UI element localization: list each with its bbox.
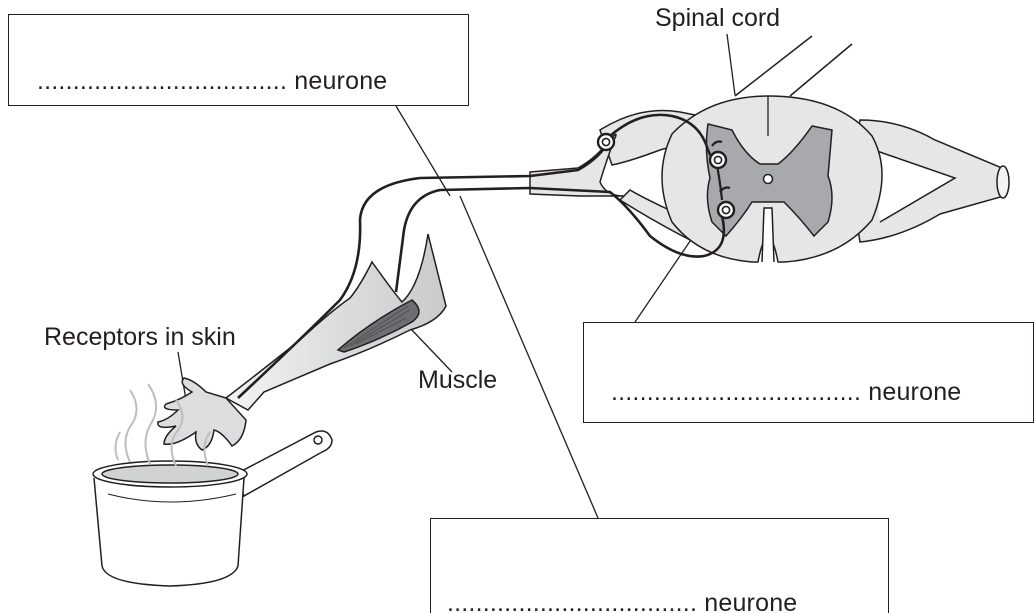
answer-box-top-text: ................................... neur… [37,67,387,96]
label-muscle: Muscle [418,366,497,395]
pointer-line-receptors [178,352,186,400]
central-canal [764,175,773,184]
label-receptors-in-skin: Receptors in skin [44,323,236,352]
answer-box-top[interactable]: ................................... neur… [8,14,469,106]
saucepan [93,431,332,586]
answer-box-right-text: ................................... neur… [611,378,961,407]
pointer-line-spinal-cord [727,34,735,95]
answer-box-right[interactable]: ................................... neur… [583,322,1034,423]
cord-extension [735,36,852,96]
pointer-line-top-box [396,106,450,196]
pointer-lines [178,34,735,518]
answer-box-bottom[interactable]: ................................... neur… [430,518,889,613]
answer-box-bottom-text: ................................... neur… [447,589,797,613]
right-nerve-end [997,166,1009,198]
saucepan-body [94,478,244,586]
hand [158,378,246,450]
label-spinal-cord: Spinal cord [655,4,780,33]
pointer-line-bottom-box [460,196,598,518]
